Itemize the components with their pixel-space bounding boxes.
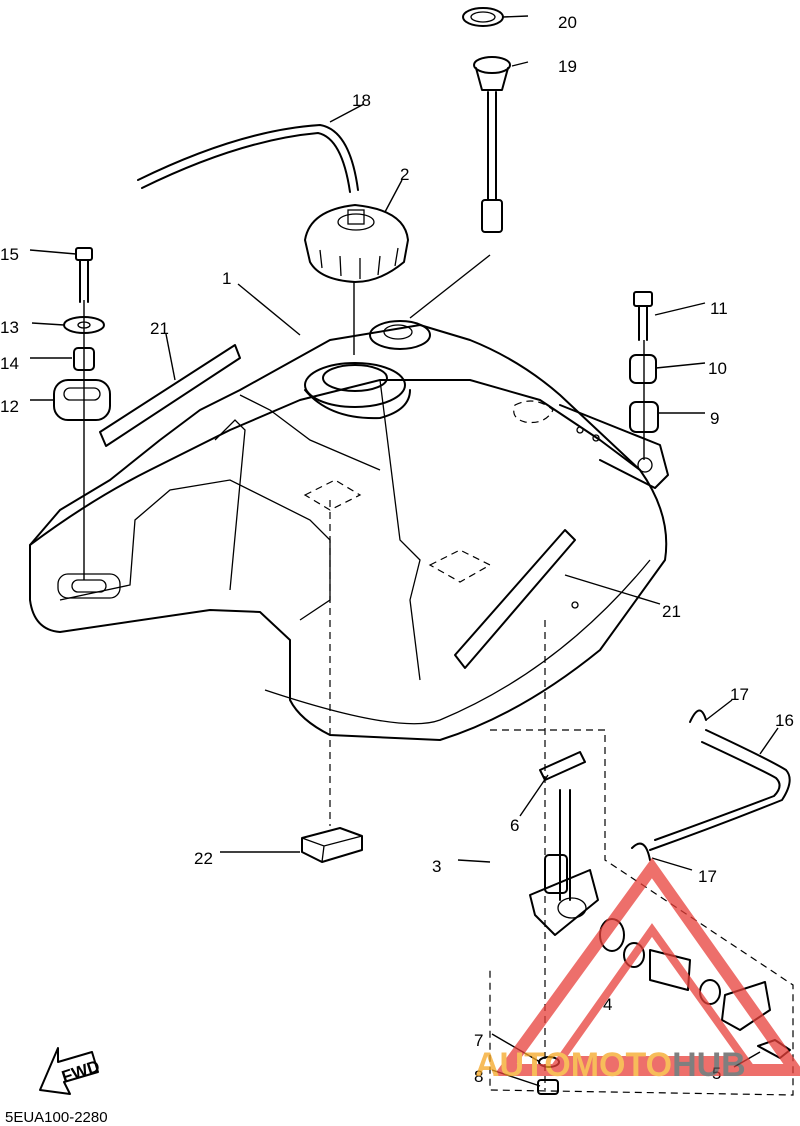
callout-leader-19 [511,61,529,67]
alignment-lines [83,254,645,1090]
automotohub-watermark: AUTOMOTOHUB [475,857,800,1084]
watermark-brand-secondary: HUB [672,1046,746,1084]
callout-21: 21 [662,602,681,621]
watermark-triangle-icon [493,857,800,1076]
callout-6: 6 [510,816,519,835]
callout-leader-20 [502,15,529,18]
bolt-15 [75,247,93,303]
callout-21: 21 [150,319,169,338]
diagram-code: 5EUA100-2280 [5,1109,108,1126]
breather-hose [137,124,359,193]
callout-leader-17 [651,857,693,871]
callout-leader-11 [654,302,706,316]
callout-18: 18 [352,91,371,110]
callout-3: 3 [432,857,441,876]
callout-leader-16 [759,727,779,755]
fuel-hose [649,729,791,851]
svg-text:AUTOMOTOHUB: AUTOMOTOHUB [475,1046,746,1084]
callout-20: 20 [558,13,577,32]
callout-10: 10 [708,359,727,378]
callout-leader-17 [705,699,733,721]
callout-leader-2 [384,179,403,213]
fuel-gauge [473,56,511,233]
watermark-inner-triangle-icon [552,923,753,1064]
damper-12 [53,379,111,421]
callout-15: 15 [0,245,19,264]
callout-leader-21 [165,333,176,381]
protector-strip-left [99,344,241,447]
protector-strip-right [454,529,576,669]
fuel-cock-assembly [489,729,794,1096]
callout-14: 14 [0,354,19,373]
callout-4: 4 [603,995,612,1014]
collar-10 [629,354,657,384]
fuel-tank [29,320,669,741]
fwd-label: FWD [59,1057,102,1087]
hose-clip-lower [631,842,651,861]
hose-clip-upper [689,709,707,723]
callout-16: 16 [775,711,794,730]
pad-22 [301,827,363,863]
fwd-arrow-icon: FWD [39,1047,102,1095]
callout-leader-21 [564,574,661,605]
callout-12: 12 [0,397,19,416]
callout-17: 17 [698,867,717,886]
callout-9: 9 [710,409,719,428]
callout-17: 17 [730,685,749,704]
fuel-cap [304,204,409,283]
callout-8: 8 [474,1067,483,1086]
callout-19: 19 [558,57,577,76]
callout-leader-3 [457,859,491,863]
callout-leader-18 [329,103,365,123]
gauge-grommet [462,7,504,27]
bolt-11 [633,291,653,341]
callout-leader-15 [29,249,77,255]
callout-11: 11 [710,299,728,318]
callout-1: 1 [222,269,231,288]
callout-2: 2 [400,165,409,184]
callout-13: 13 [0,318,19,337]
callout-22: 22 [194,849,213,868]
callout-leader-6 [519,774,549,817]
callout-leader-13 [31,322,65,326]
watermark-brand-primary: AUTOMOTO [475,1046,672,1084]
callout-leader-10 [655,362,706,369]
callout-7: 7 [474,1031,483,1050]
callout-leader-1 [237,283,301,336]
